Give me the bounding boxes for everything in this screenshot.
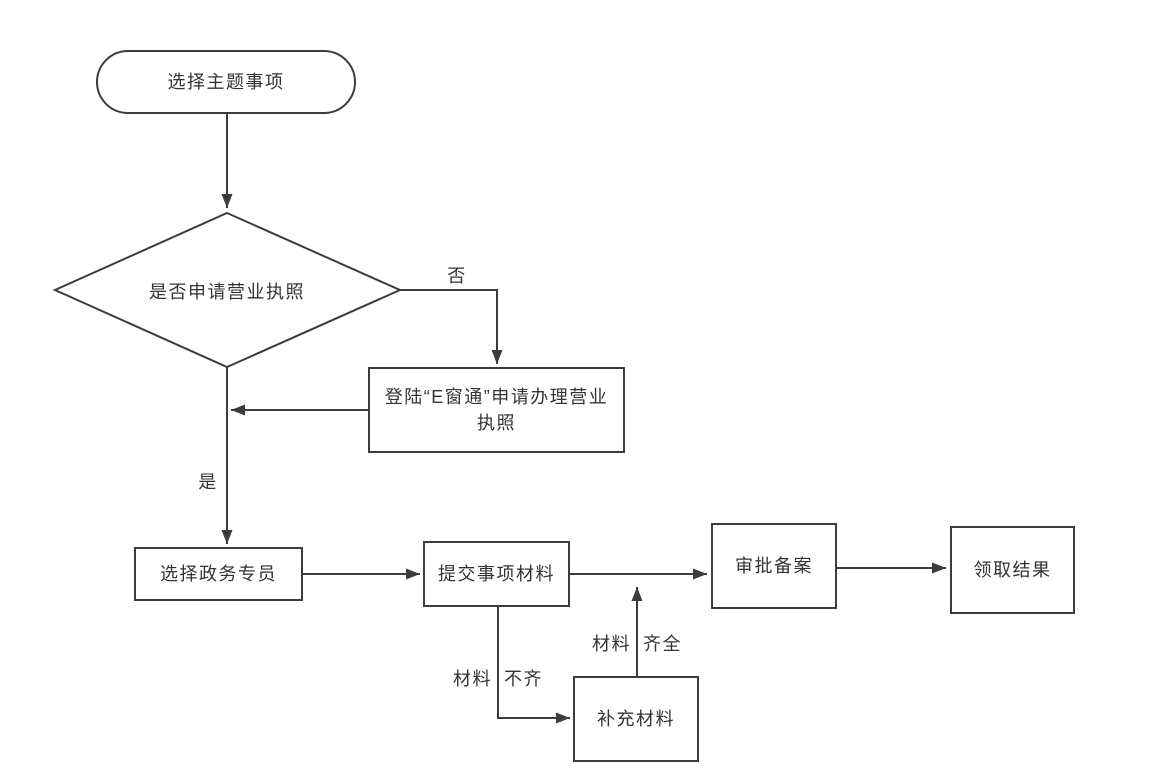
node-specialist-process: 选择政务专员 [134, 547, 303, 601]
node-start-terminator: 选择主题事项 [96, 50, 356, 114]
node-ewindow-label: 登陆“E窗通”申请办理营业执照 [384, 386, 609, 433]
node-submit-process: 提交事项材料 [423, 541, 570, 607]
node-submit-label: 提交事项材料 [438, 563, 555, 584]
edge-label-materials-incomplete-right: 不齐 [504, 669, 543, 689]
node-specialist-label: 选择政务专员 [160, 563, 277, 584]
edge-label-materials-complete: 材料 齐全 [567, 630, 707, 654]
node-ewindow-process: 登陆“E窗通”申请办理营业执照 [368, 367, 625, 453]
node-decision-label: 是否申请营业执照 [149, 282, 305, 302]
edge-label-yes: 是 [198, 472, 218, 492]
node-supplement-process: 补充材料 [573, 676, 699, 762]
node-approval-label: 审批备案 [735, 555, 813, 576]
decision-diamond-shape [52, 211, 403, 369]
edge-label-materials-incomplete-left: 材料 [453, 669, 492, 689]
edge-label-no: 否 [447, 266, 467, 286]
edge-label-materials-complete-right: 齐全 [643, 634, 682, 654]
node-start-label: 选择主题事项 [167, 71, 285, 92]
edge-label-materials-complete-left: 材料 [592, 634, 631, 654]
edge-decision-to-ewindow [400, 289, 503, 364]
node-decision: 是否申请营业执照 [97, 280, 357, 302]
node-approval-process: 审批备案 [711, 523, 837, 609]
edge-submit-to-supplement [497, 607, 570, 724]
node-supplement-label: 补充材料 [597, 708, 675, 729]
node-result-process: 领取结果 [950, 526, 1075, 614]
node-result-label: 领取结果 [973, 559, 1052, 580]
edge-label-materials-incomplete: 材料 不齐 [428, 665, 568, 689]
